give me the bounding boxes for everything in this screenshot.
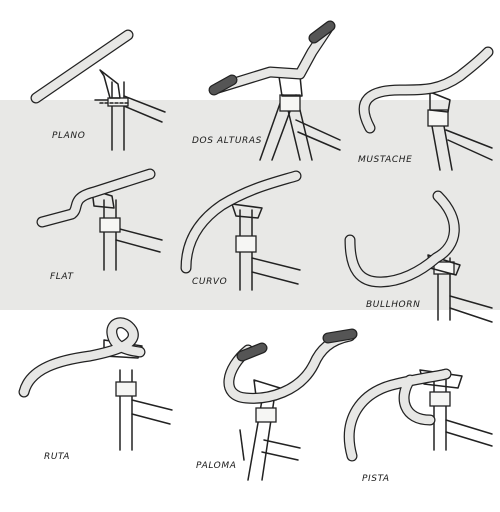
label-paloma: PALOMA [196, 461, 237, 471]
handlebar-dos-alturas [208, 20, 341, 161]
label-dos-alturas: DOS ALTURAS [192, 136, 262, 146]
handlebar-pista [343, 368, 493, 462]
handlebar-curvo [180, 170, 302, 291]
handlebar-mustache [358, 46, 494, 171]
label-bullhorn: BULLHORN [366, 300, 421, 310]
label-ruta: RUTA [44, 452, 71, 462]
handlebar-plano [30, 29, 166, 151]
label-flat: FLAT [50, 272, 74, 282]
label-pista: PISTA [362, 474, 390, 484]
handlebar-ruta [18, 317, 173, 451]
label-curvo: CURVO [192, 277, 228, 287]
handlebar-bullhorn [344, 190, 493, 323]
label-mustache: MUSTACHE [358, 155, 413, 165]
label-plano: PLANO [52, 131, 86, 141]
handlebar-flat [36, 168, 163, 271]
handlebar-paloma [223, 328, 358, 481]
